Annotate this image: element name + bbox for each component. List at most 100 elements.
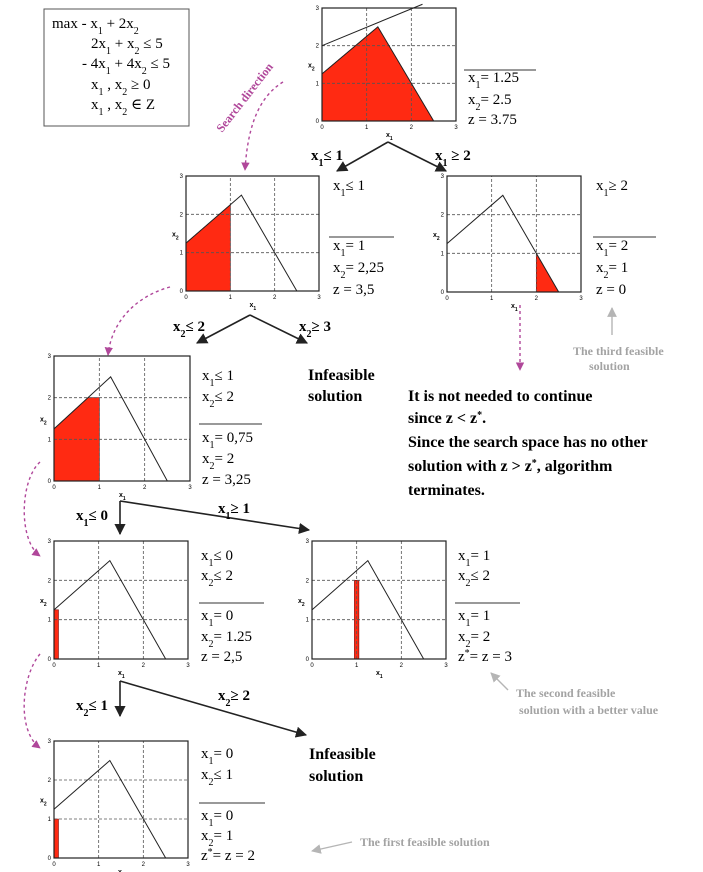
node-solution-line: x2= 1 [201,828,233,849]
x-axis-label: x1 [118,670,125,680]
second-note-line2: solution with a better value [519,703,659,717]
node-constraint: x1≥ 2 [596,178,628,199]
branch-label-n1_right: x2≥ 3 [299,319,331,340]
node-constraint: x2≤ 2 [458,568,490,589]
y-tick-label: 0 [316,119,320,125]
x-tick-label: 3 [186,862,190,868]
y-axis-label: x2 [433,232,440,242]
x-tick-label: 3 [579,296,583,302]
y-tick-label: 3 [48,539,52,545]
plots: 00112233x1x200112233x1x200112233x1x20011… [40,3,583,872]
node-solution-line: x2= 1 [596,260,628,281]
search-direction-label: Search direction [213,60,276,135]
edge-n4-right [119,680,308,738]
node-solution-line: z = 2,5 [201,649,242,665]
branch-label-n1_left: x2≤ 2 [173,319,205,340]
constraint-line [185,194,298,292]
search-arrow-2 [104,286,171,356]
constraint-line [53,376,168,482]
y-tick-label: 2 [48,578,52,584]
x-tick-label: 0 [52,663,56,669]
y-tick-label: 3 [306,539,310,545]
note-arrows [311,307,617,854]
x-tick-label: 3 [188,485,192,491]
node-n6: x1= 0x2≤ 1x1= 0x2= 1z*= z = 2 [199,746,265,864]
node-solution-line: x2= 2.5 [468,92,511,113]
y-tick-label: 2 [48,396,52,402]
branch-label-n3_right: x1≥ 1 [218,501,250,522]
x-tick-label: 1 [365,125,369,131]
branch-label-n3_left: x1≤ 0 [76,508,108,529]
y-tick-label: 2 [441,213,445,219]
node-solution-line: z = 0 [596,282,626,298]
y-tick-label: 2 [180,212,184,218]
node-n4: x1≤ 0x2≤ 2x1= 0x2= 1.25z = 2,5 [199,548,264,665]
x-axis-label: x1 [118,869,125,872]
node-solution-line: x1= 0,75 [202,430,253,451]
x-tick-label: 3 [454,125,458,131]
problem-box [43,8,190,127]
edge-n1-left [196,314,251,344]
node-constraint: x2≤ 2 [201,568,233,589]
y-tick-label: 0 [48,479,52,485]
node-constraint: x1≤ 1 [202,368,234,389]
y-tick-label: 3 [180,174,184,180]
y-axis-label: x2 [308,63,315,73]
second-note-line1: The second feasible [516,686,616,700]
y-tick-label: 1 [316,81,320,87]
node-solution-line: x1= 2 [596,238,628,259]
y-axis-label: x2 [40,598,47,608]
plot-frame [53,740,189,859]
infeasible-2-line2: solution [309,768,363,785]
node-n5: x1= 1x2≤ 2x1= 1x2= 2z*= z = 3 [455,548,520,665]
x-tick-label: 2 [410,125,414,131]
y-tick-label: 0 [180,289,184,295]
x-axis-label: x1 [119,492,126,502]
branch-label-root_left: x1≤ 1 [311,148,343,169]
y-tick-label: 1 [48,437,52,443]
x-tick-label: 1 [97,862,101,868]
y-tick-label: 1 [48,817,52,823]
node-constraint: x2≤ 2 [202,389,234,410]
x-tick-label: 1 [97,663,101,669]
y-axis-label: x2 [298,598,305,608]
y-tick-label: 3 [316,6,320,12]
node-n1: x1≤ 1x1= 1x2= 2,25z = 3,5 [329,178,394,298]
node-solution-line: z*= z = 2 [201,847,255,865]
y-tick-label: 3 [48,354,52,360]
termination-line: solution with z > z*, algorithm [408,458,613,476]
second-note-arrow [490,672,509,691]
plot-frame [311,540,447,660]
problem-line: max - x1 + 2x2 [52,16,139,37]
node-solution-line: x1= 0 [201,608,233,629]
feasible-region [53,818,59,859]
x-axis-label: x1 [511,303,518,313]
x-tick-label: 0 [310,663,314,669]
y-tick-label: 2 [316,44,320,50]
search-arrow-1 [241,81,284,171]
termination-line: It is not needed to continue [408,388,592,405]
node-solution-line: x2= 2 [202,451,234,472]
node-constraint: x2≤ 1 [201,767,233,788]
x-axis-label: x1 [250,302,257,312]
plot-frame [185,175,320,292]
node-constraint: x1≤ 1 [333,178,365,199]
feasible-region [536,252,581,293]
search-arrow-4 [23,653,41,749]
plot-frame [53,355,191,482]
node-solution-line: x1= 1 [333,238,365,259]
edge-n3-right [119,500,311,535]
node-solution-line: x2= 2 [458,629,490,650]
x-tick-label: 1 [490,296,494,302]
constraint-line [446,194,560,293]
x-tick-label: 0 [320,125,324,131]
edge-root-right [387,141,448,172]
